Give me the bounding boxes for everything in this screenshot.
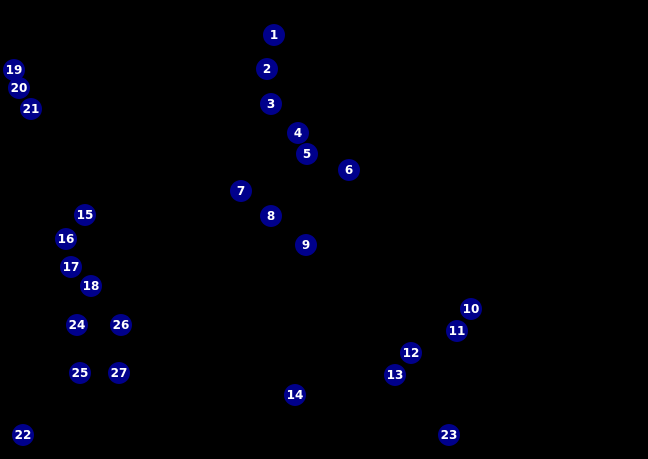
numbered-marker-25[interactable]: 25 bbox=[69, 362, 91, 384]
marker-label: 4 bbox=[293, 126, 303, 140]
marker-label: 24 bbox=[68, 318, 86, 332]
marker-label: 25 bbox=[71, 366, 89, 380]
marker-label: 1 bbox=[269, 28, 279, 42]
numbered-marker-27[interactable]: 27 bbox=[108, 362, 130, 384]
numbered-marker-15[interactable]: 15 bbox=[74, 204, 96, 226]
marker-label: 17 bbox=[62, 260, 80, 274]
numbered-marker-1[interactable]: 1 bbox=[263, 24, 285, 46]
marker-label: 23 bbox=[440, 428, 458, 442]
marker-label: 19 bbox=[5, 63, 23, 77]
marker-label: 11 bbox=[448, 324, 466, 338]
marker-label: 10 bbox=[462, 302, 480, 316]
numbered-marker-26[interactable]: 26 bbox=[110, 314, 132, 336]
marker-label: 6 bbox=[344, 163, 354, 177]
marker-label: 21 bbox=[22, 102, 40, 116]
marker-label: 27 bbox=[110, 366, 128, 380]
numbered-marker-9[interactable]: 9 bbox=[295, 234, 317, 256]
numbered-marker-12[interactable]: 12 bbox=[400, 342, 422, 364]
numbered-marker-14[interactable]: 14 bbox=[284, 384, 306, 406]
numbered-marker-2[interactable]: 2 bbox=[256, 58, 278, 80]
numbered-marker-13[interactable]: 13 bbox=[384, 364, 406, 386]
marker-label: 14 bbox=[286, 388, 304, 402]
numbered-marker-16[interactable]: 16 bbox=[55, 228, 77, 250]
numbered-marker-3[interactable]: 3 bbox=[260, 93, 282, 115]
marker-label: 18 bbox=[82, 279, 100, 293]
numbered-marker-18[interactable]: 18 bbox=[80, 275, 102, 297]
numbered-marker-24[interactable]: 24 bbox=[66, 314, 88, 336]
numbered-marker-6[interactable]: 6 bbox=[338, 159, 360, 181]
marker-label: 13 bbox=[386, 368, 404, 382]
marker-label: 8 bbox=[266, 209, 276, 223]
marker-label: 26 bbox=[112, 318, 130, 332]
marker-label: 20 bbox=[10, 81, 28, 95]
numbered-marker-5[interactable]: 5 bbox=[296, 143, 318, 165]
numbered-marker-4[interactable]: 4 bbox=[287, 122, 309, 144]
marker-label: 22 bbox=[14, 428, 32, 442]
numbered-marker-11[interactable]: 11 bbox=[446, 320, 468, 342]
numbered-marker-21[interactable]: 21 bbox=[20, 98, 42, 120]
numbered-marker-17[interactable]: 17 bbox=[60, 256, 82, 278]
marker-label: 9 bbox=[301, 238, 311, 252]
numbered-marker-23[interactable]: 23 bbox=[438, 424, 460, 446]
marker-label: 12 bbox=[402, 346, 420, 360]
marker-label: 3 bbox=[266, 97, 276, 111]
marker-label: 7 bbox=[236, 184, 246, 198]
marker-label: 15 bbox=[76, 208, 94, 222]
numbered-marker-19[interactable]: 19 bbox=[3, 59, 25, 81]
numbered-marker-8[interactable]: 8 bbox=[260, 205, 282, 227]
numbered-marker-10[interactable]: 10 bbox=[460, 298, 482, 320]
marker-label: 2 bbox=[262, 62, 272, 76]
marker-label: 16 bbox=[57, 232, 75, 246]
marker-label: 5 bbox=[302, 147, 312, 161]
numbered-marker-22[interactable]: 22 bbox=[12, 424, 34, 446]
numbered-marker-20[interactable]: 20 bbox=[8, 77, 30, 99]
numbered-marker-7[interactable]: 7 bbox=[230, 180, 252, 202]
